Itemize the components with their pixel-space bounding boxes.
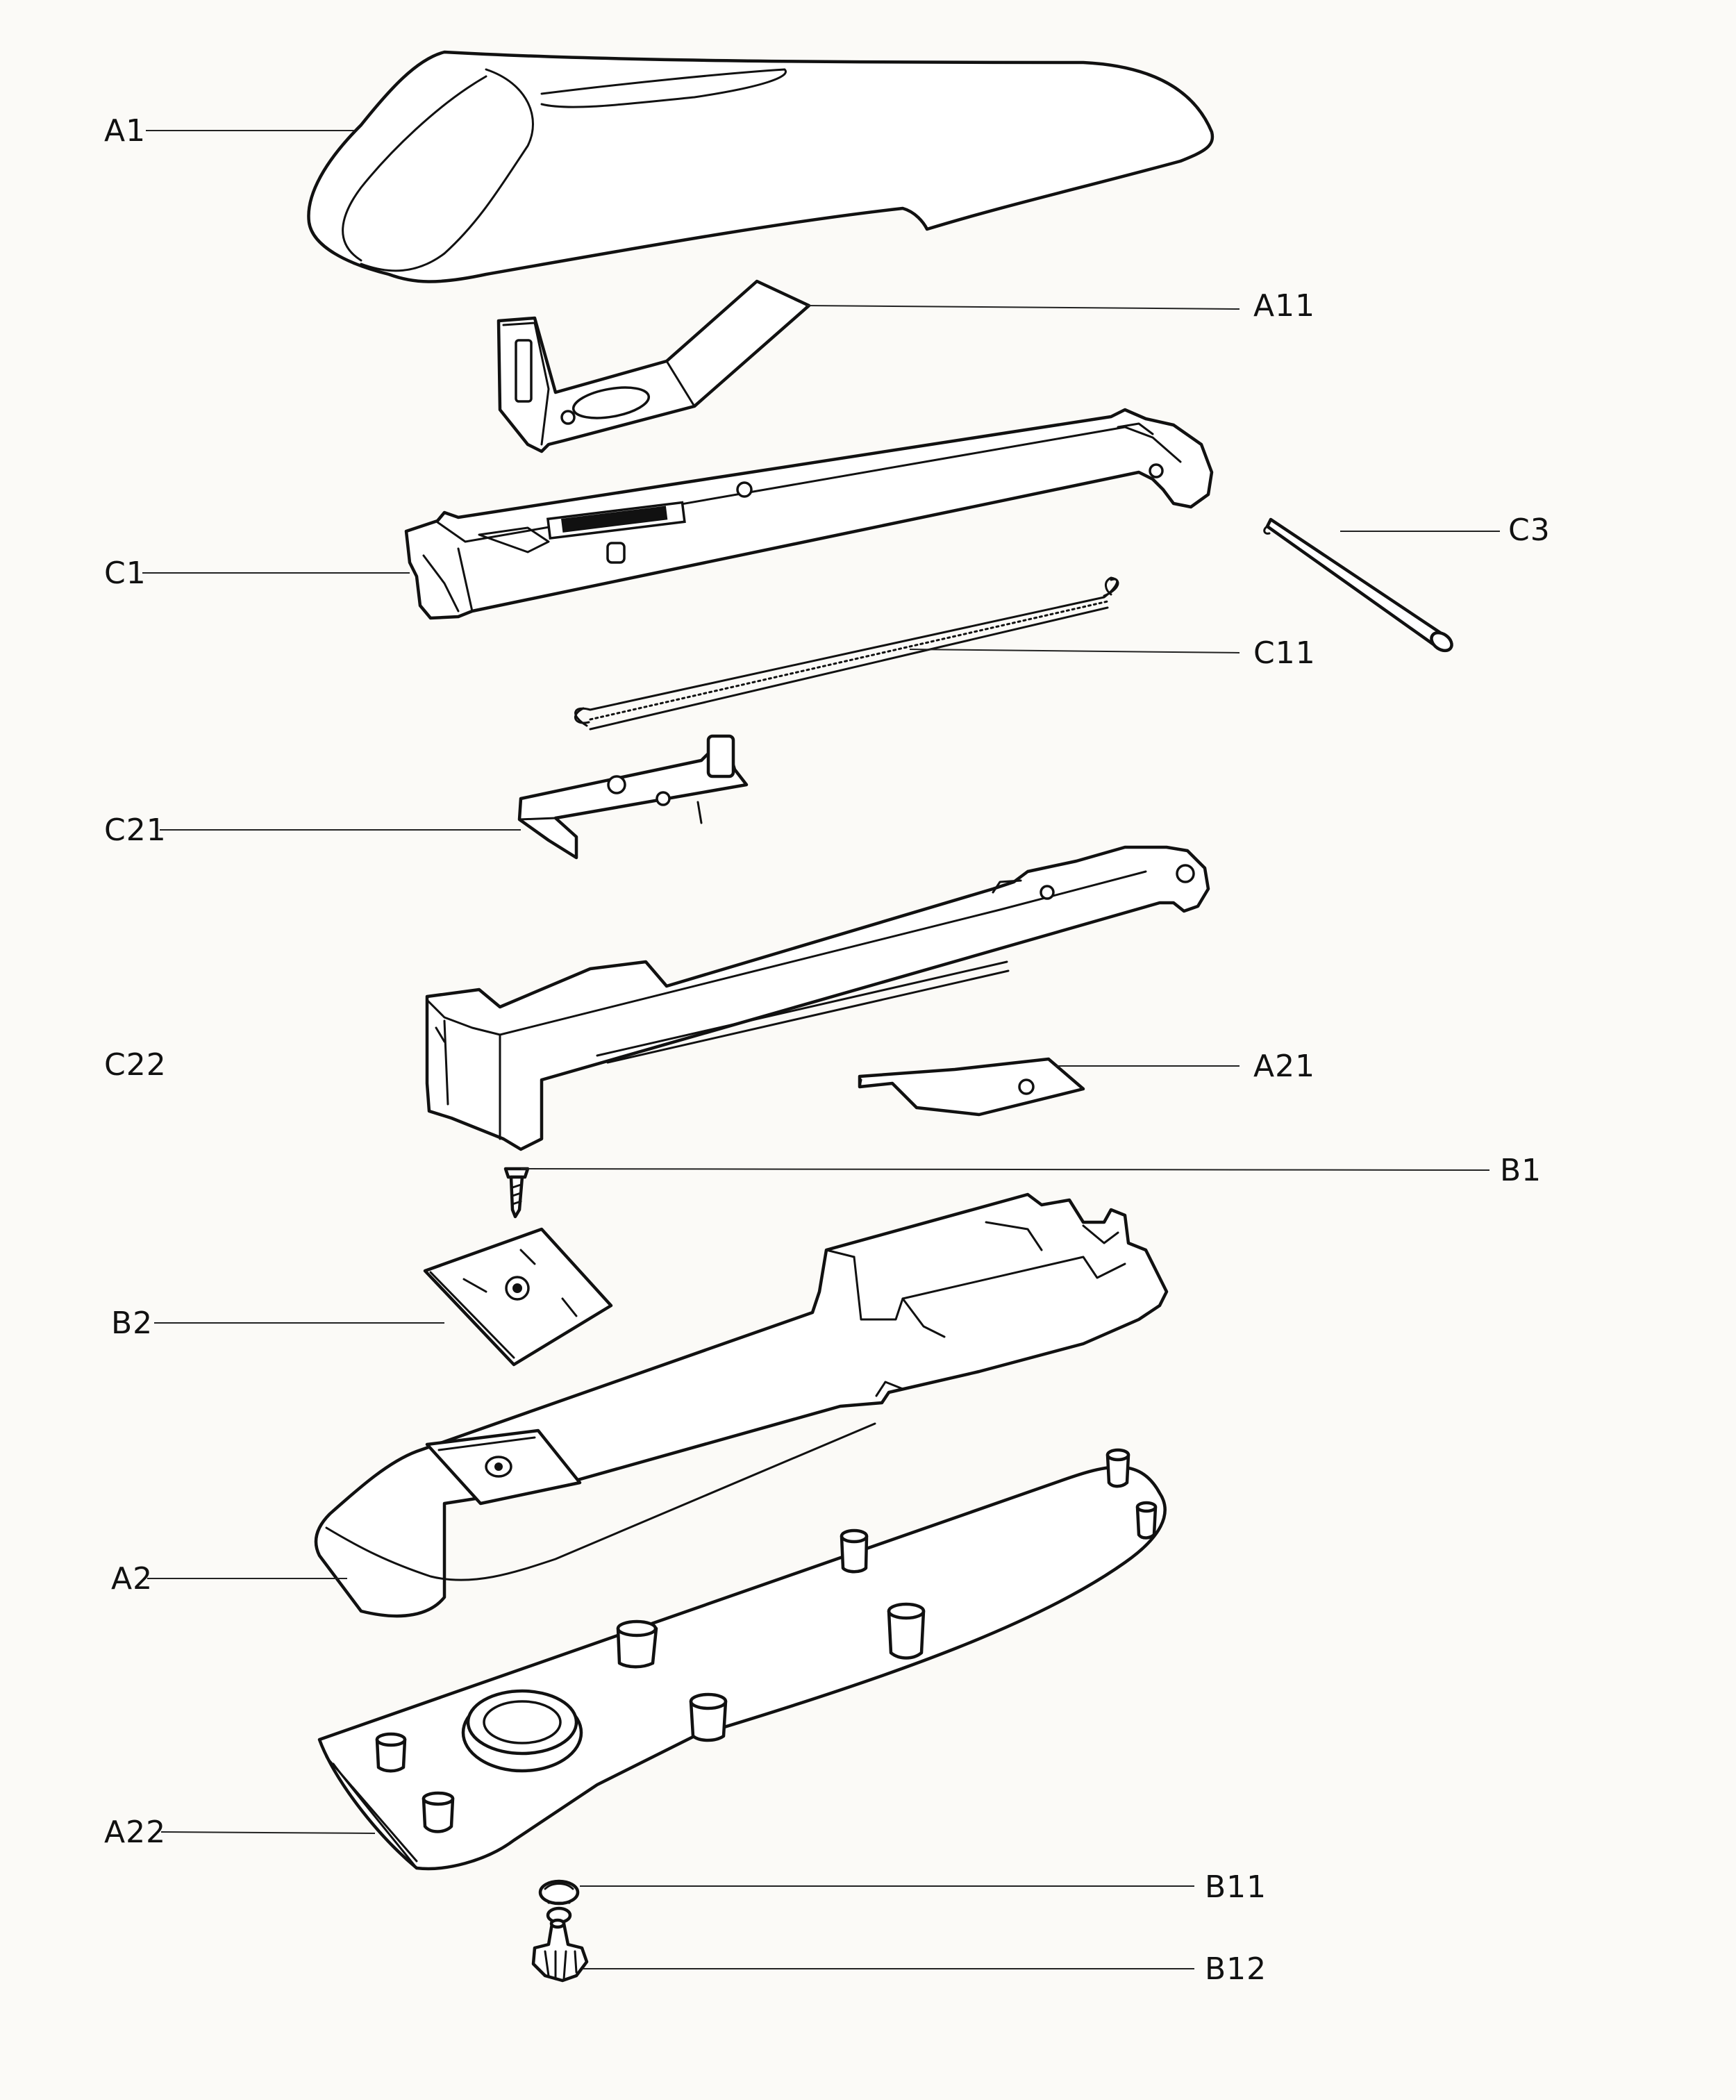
leader-b1: [520, 1168, 1490, 1171]
part-b1-screw: [503, 1167, 530, 1219]
label-a11: A11: [1253, 288, 1315, 324]
part-b2-plate: [423, 1227, 613, 1367]
boss: [1105, 1448, 1130, 1488]
label-c3: C3: [1508, 512, 1551, 548]
label-b11: B11: [1205, 1869, 1267, 1905]
label-c22: C22: [104, 1047, 167, 1083]
label-c1: C1: [104, 556, 147, 591]
part-c22-lower-channel: [425, 845, 1210, 1151]
label-a2: A2: [111, 1561, 153, 1597]
label-c11: C11: [1253, 635, 1316, 671]
leader-c11: [909, 649, 1240, 653]
part-c3-pin: [1263, 517, 1453, 653]
part-a21-plate: [858, 1057, 1085, 1117]
boss: [1135, 1501, 1158, 1540]
boss: [689, 1692, 728, 1742]
part-a11-bracket: [496, 279, 811, 453]
label-a22: A22: [104, 1815, 166, 1850]
part-a1-armrest-cover: [307, 50, 1215, 283]
leader-a11: [805, 305, 1240, 310]
part-b12-knob: [531, 1918, 589, 1983]
label-a1: A1: [104, 113, 146, 149]
part-a2-base: [314, 1192, 1169, 1618]
leader-lines: [142, 130, 1500, 1969]
label-c21: C21: [104, 812, 167, 848]
part-labels: A1 A11 C1 C3 C11 C21 C22 A21 B1 B2 A2 A2…: [104, 113, 1551, 1987]
label-b12: B12: [1205, 1951, 1267, 1987]
bushing-ring: [461, 1689, 583, 1773]
part-c21-clip: [517, 734, 749, 860]
leader-a22: [160, 1831, 376, 1834]
boss: [840, 1528, 869, 1574]
label-b1: B1: [1500, 1153, 1542, 1188]
part-b11-grommet: [538, 1879, 580, 1924]
label-b2: B2: [111, 1306, 153, 1341]
part-a22-bottom-plate: [317, 1448, 1167, 1871]
boss: [616, 1619, 658, 1669]
boss: [422, 1791, 455, 1833]
label-a21: A21: [1253, 1049, 1315, 1084]
part-c1-upper-frame: [404, 408, 1214, 620]
boss: [375, 1732, 407, 1773]
part-c11-spring: [574, 576, 1119, 731]
boss: [887, 1602, 926, 1660]
